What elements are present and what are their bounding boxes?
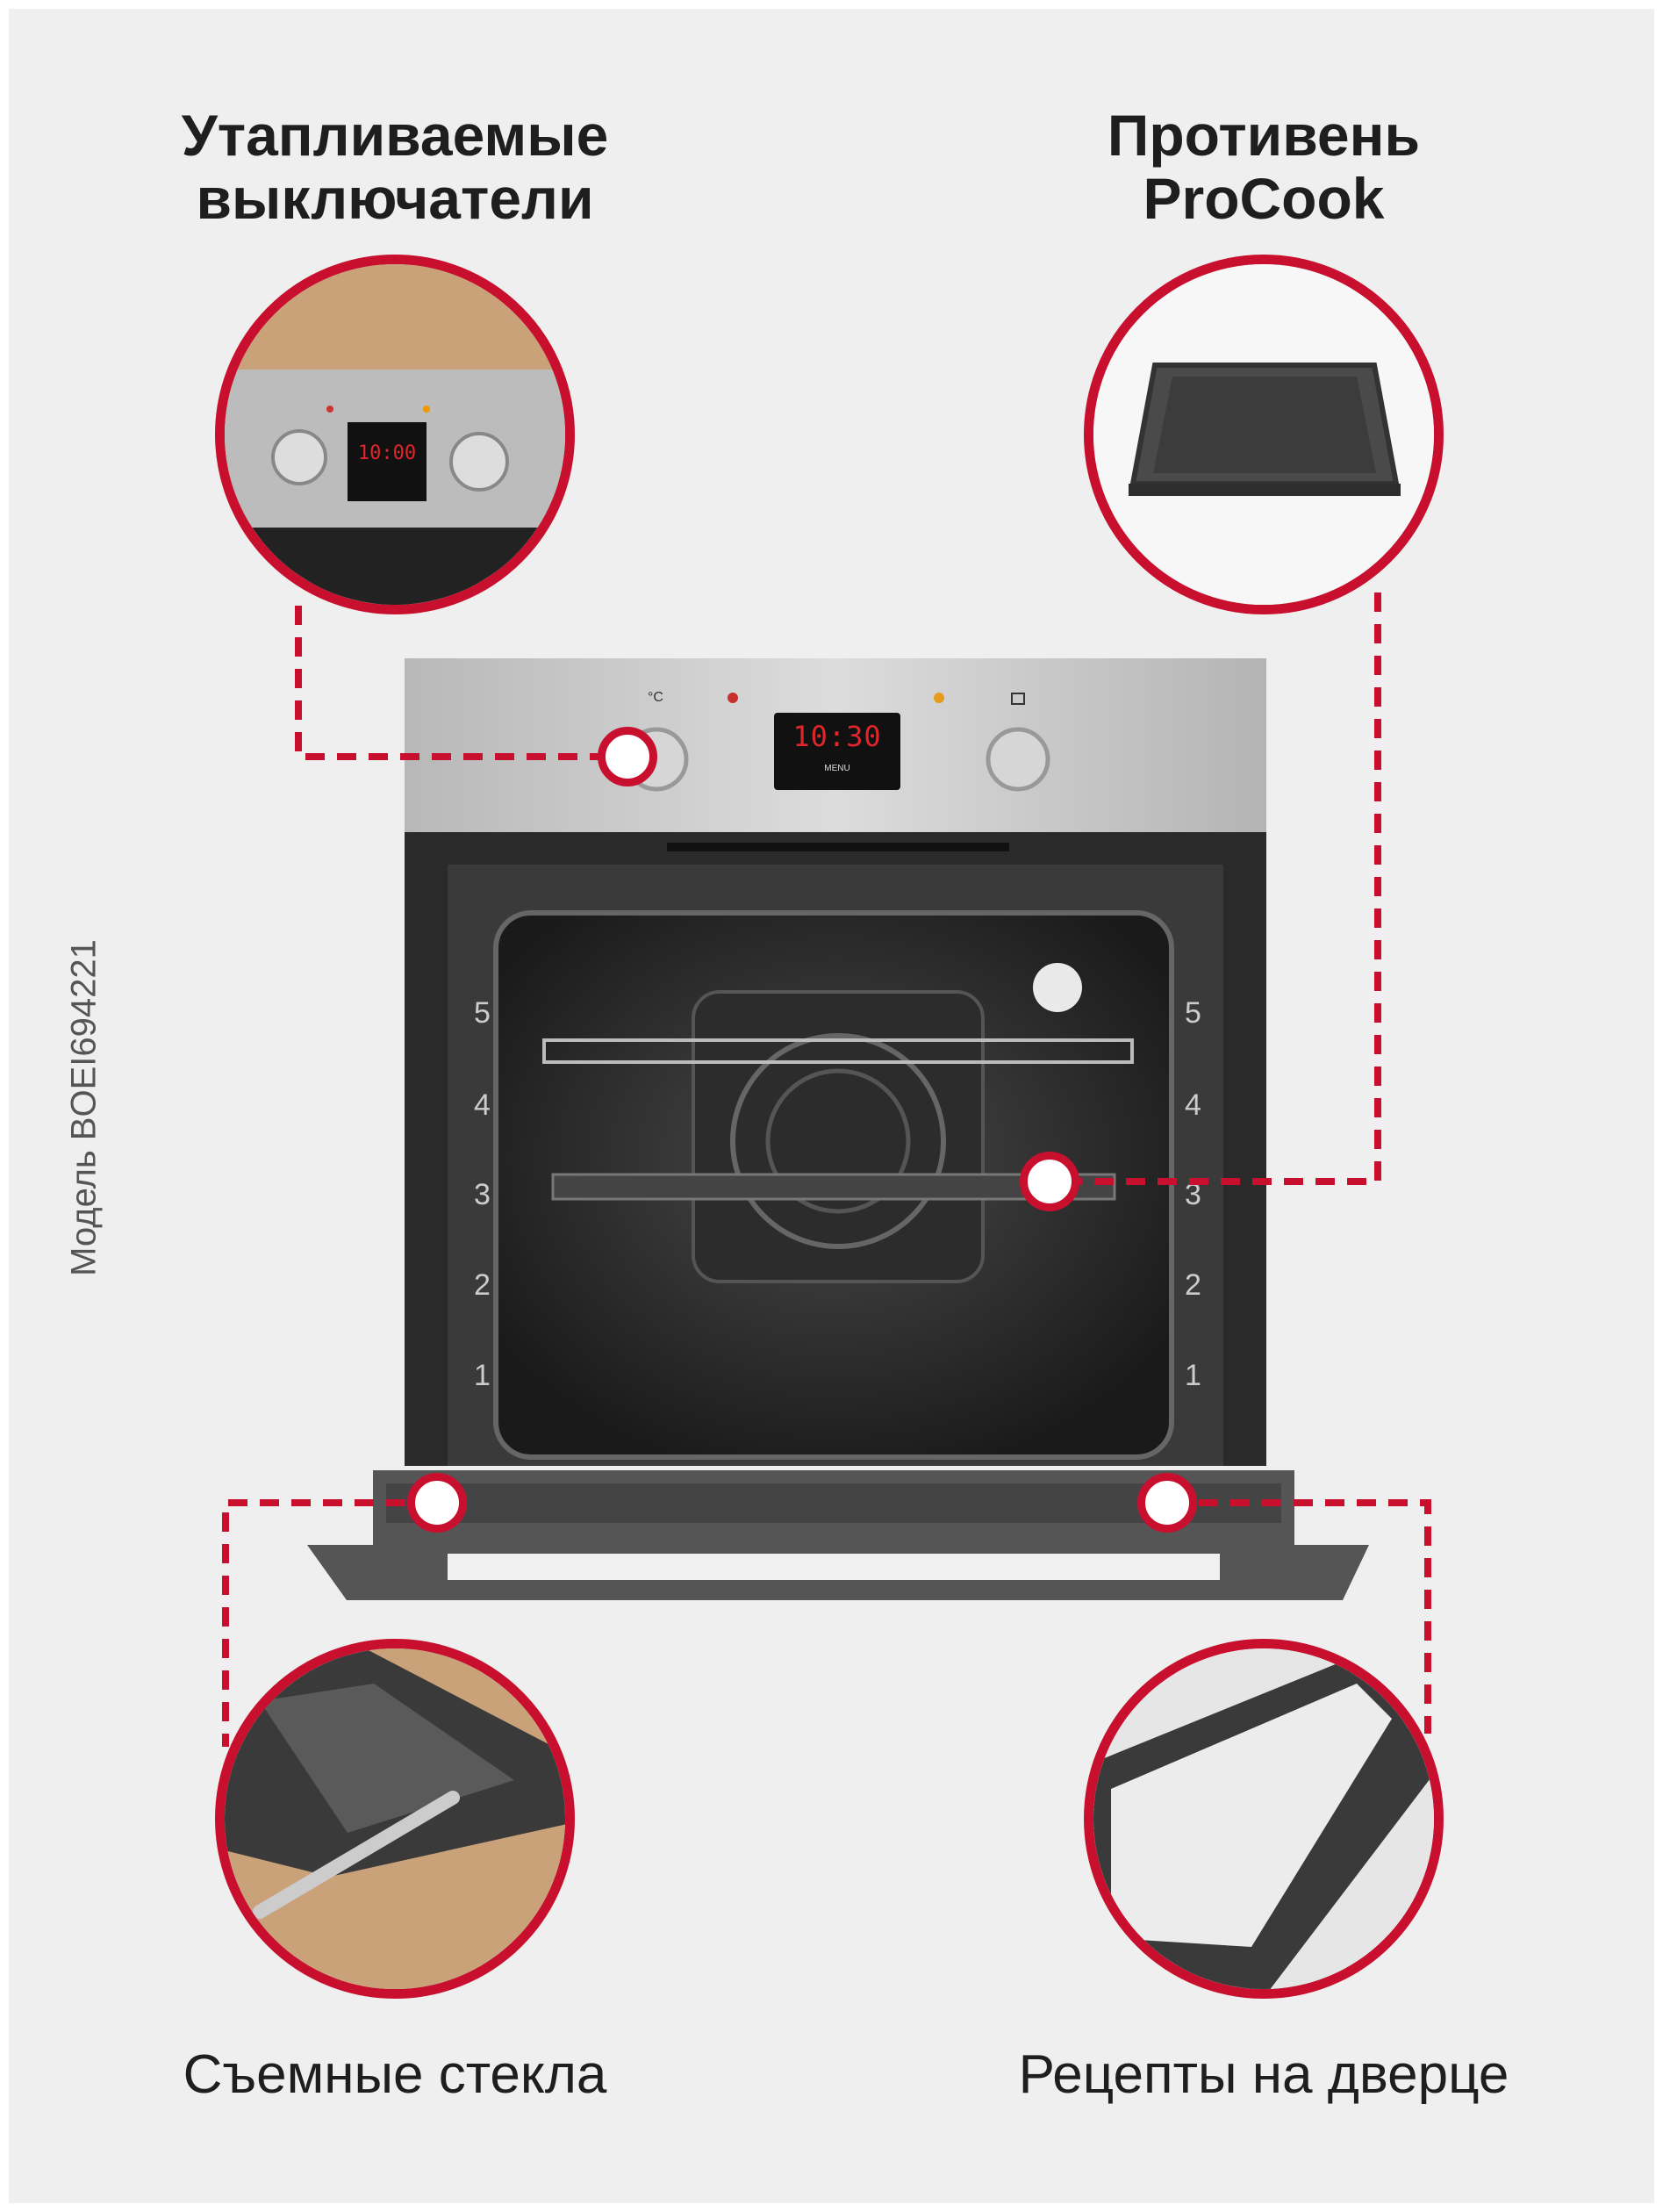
temperature-symbol: °C (648, 690, 663, 705)
title-line: ProCook (1143, 166, 1385, 231)
hotspot-recipes[interactable] (1137, 1473, 1197, 1533)
oven-display: 10:30 MENU (774, 713, 900, 790)
svg-text:1: 1 (474, 1359, 491, 1392)
title-line: выключатели (196, 166, 594, 231)
feature-label-removable-glass: Съемные стекла (183, 2044, 607, 2105)
svg-text:2: 2 (1185, 1268, 1201, 1302)
svg-text:3: 3 (474, 1178, 491, 1211)
svg-text:4: 4 (1185, 1088, 1201, 1122)
hotspot-knobs[interactable] (598, 727, 657, 786)
feature-label-door-recipes: Рецепты на дверце (1018, 2044, 1509, 2105)
svg-text:10:00: 10:00 (358, 442, 416, 464)
hotspot-glass[interactable] (407, 1473, 467, 1533)
svg-text:1: 1 (1185, 1359, 1201, 1392)
title-line: Утапливаемые (181, 103, 609, 168)
feature-title-recessed-knobs: Утапливаемые выключатели (88, 104, 702, 230)
feature-title-baking-tray: Противень ProCook (957, 104, 1571, 230)
display-menu: MENU (824, 764, 850, 773)
detail-circle-tray (1084, 255, 1444, 614)
svg-text:4: 4 (474, 1088, 491, 1122)
hotspot-tray[interactable] (1020, 1152, 1079, 1211)
detail-circle-removable-glass (215, 1639, 575, 1999)
svg-text:2: 2 (474, 1268, 491, 1302)
display-time: 10:30 (792, 720, 882, 753)
title-line: Противень (1107, 103, 1421, 168)
rack-level-left: 5 (474, 996, 491, 1030)
detail-circle-door-recipes (1084, 1639, 1444, 1999)
svg-text:5: 5 (1185, 996, 1201, 1030)
svg-text:3: 3 (1185, 1178, 1201, 1211)
